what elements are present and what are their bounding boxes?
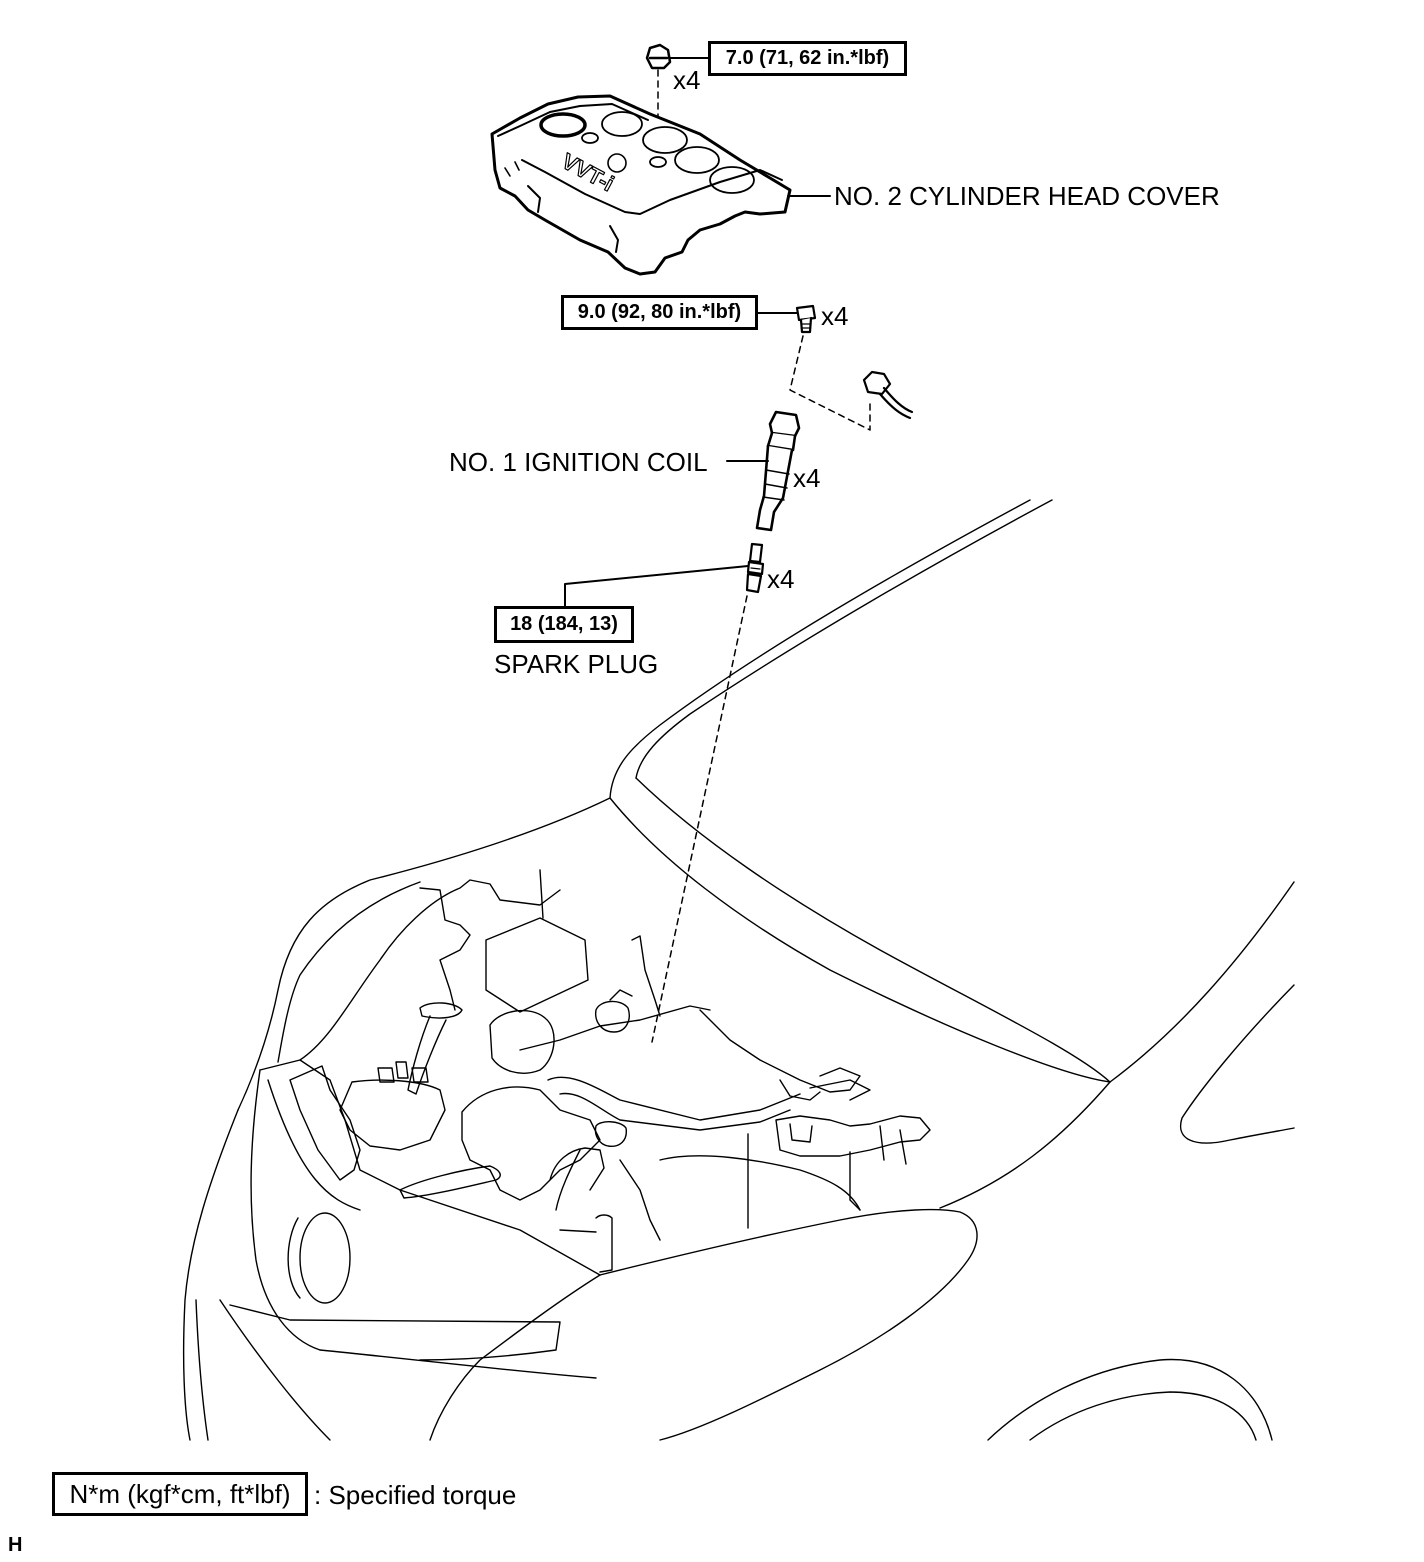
spark-plug-torque-box: 18 (184, 13) — [494, 606, 634, 643]
spark-plug — [745, 542, 765, 594]
legend-text: : Specified torque — [314, 1480, 517, 1510]
coil-bolt-torque-box: 9.0 (92, 80 in.*lbf) — [561, 295, 758, 330]
corner-mark: H — [8, 1534, 23, 1556]
head-cover-qty: x4 — [673, 65, 701, 95]
spark-plug-label: SPARK PLUG — [494, 649, 659, 679]
ignition-coil-qty: x4 — [793, 463, 821, 493]
spark-plug-qty: x4 — [767, 564, 795, 594]
nut-icon — [645, 43, 672, 70]
legend-torque-box: N*m (kgf*cm, ft*lbf) — [52, 1472, 308, 1516]
plug-leader — [564, 565, 749, 607]
vehicle-illustration — [182, 499, 1295, 1441]
hose-clip-detail — [609, 989, 633, 1001]
coil-bolt-qty: x4 — [821, 301, 849, 331]
ignition-coil-label: NO. 1 IGNITION COIL — [449, 447, 708, 477]
bolt-icon — [795, 304, 817, 334]
head-cover-label: NO. 2 CYLINDER HEAD COVER — [834, 181, 1220, 211]
connector-icon — [862, 370, 914, 420]
ignition-coil — [755, 410, 801, 532]
cylinder-head-cover — [490, 94, 792, 276]
head-cover-torque-box: 7.0 (71, 62 in.*lbf) — [708, 41, 907, 76]
plug-guide — [651, 595, 748, 1043]
bolt-guide — [789, 335, 871, 431]
